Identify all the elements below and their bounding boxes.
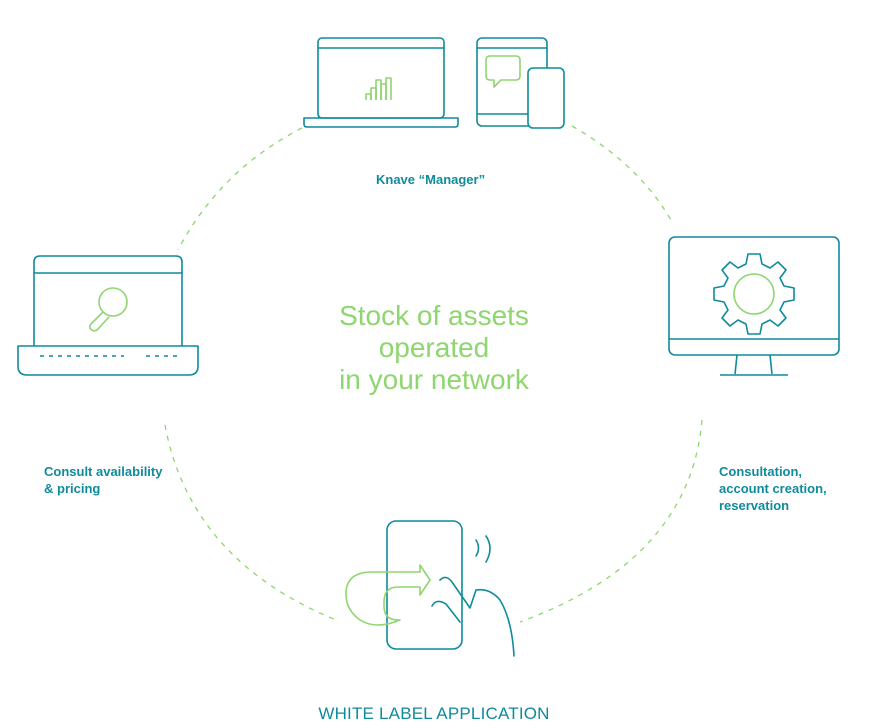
consultation-label-line-3: reservation bbox=[719, 498, 790, 513]
center-line-1: Stock of assets bbox=[339, 300, 529, 331]
monitor-gear-icon bbox=[668, 236, 840, 376]
connector-left bbox=[164, 424, 337, 621]
center-line-3: in your network bbox=[339, 364, 529, 395]
tablet-phone-chat-icon bbox=[476, 37, 565, 129]
consult-label-line-2: & pricing bbox=[44, 481, 101, 496]
consult-label: Consult availability & pricing bbox=[44, 463, 162, 497]
connector-right bbox=[519, 419, 703, 623]
center-line-2: operated bbox=[378, 332, 490, 363]
connector-top-left bbox=[177, 127, 303, 251]
consultation-label: Consultation, account creation, reservat… bbox=[719, 463, 827, 514]
white-label-title: WHITE LABEL APPLICATION bbox=[318, 704, 550, 723]
laptop-bar-chart-icon bbox=[303, 37, 459, 128]
consult-label-line-1: Consult availability bbox=[44, 464, 163, 479]
laptop-search-icon bbox=[17, 255, 199, 376]
connector-top-right bbox=[571, 125, 673, 223]
cycle-connectors bbox=[164, 125, 703, 623]
consultation-label-line-2: account creation, bbox=[719, 481, 827, 496]
phone-hand-redirect-icon bbox=[345, 520, 515, 657]
consultation-label-line-1: Consultation, bbox=[719, 464, 803, 479]
manager-label: Knave “Manager” bbox=[376, 172, 486, 187]
center-statement: Stock of assets operated in your network bbox=[284, 300, 584, 396]
